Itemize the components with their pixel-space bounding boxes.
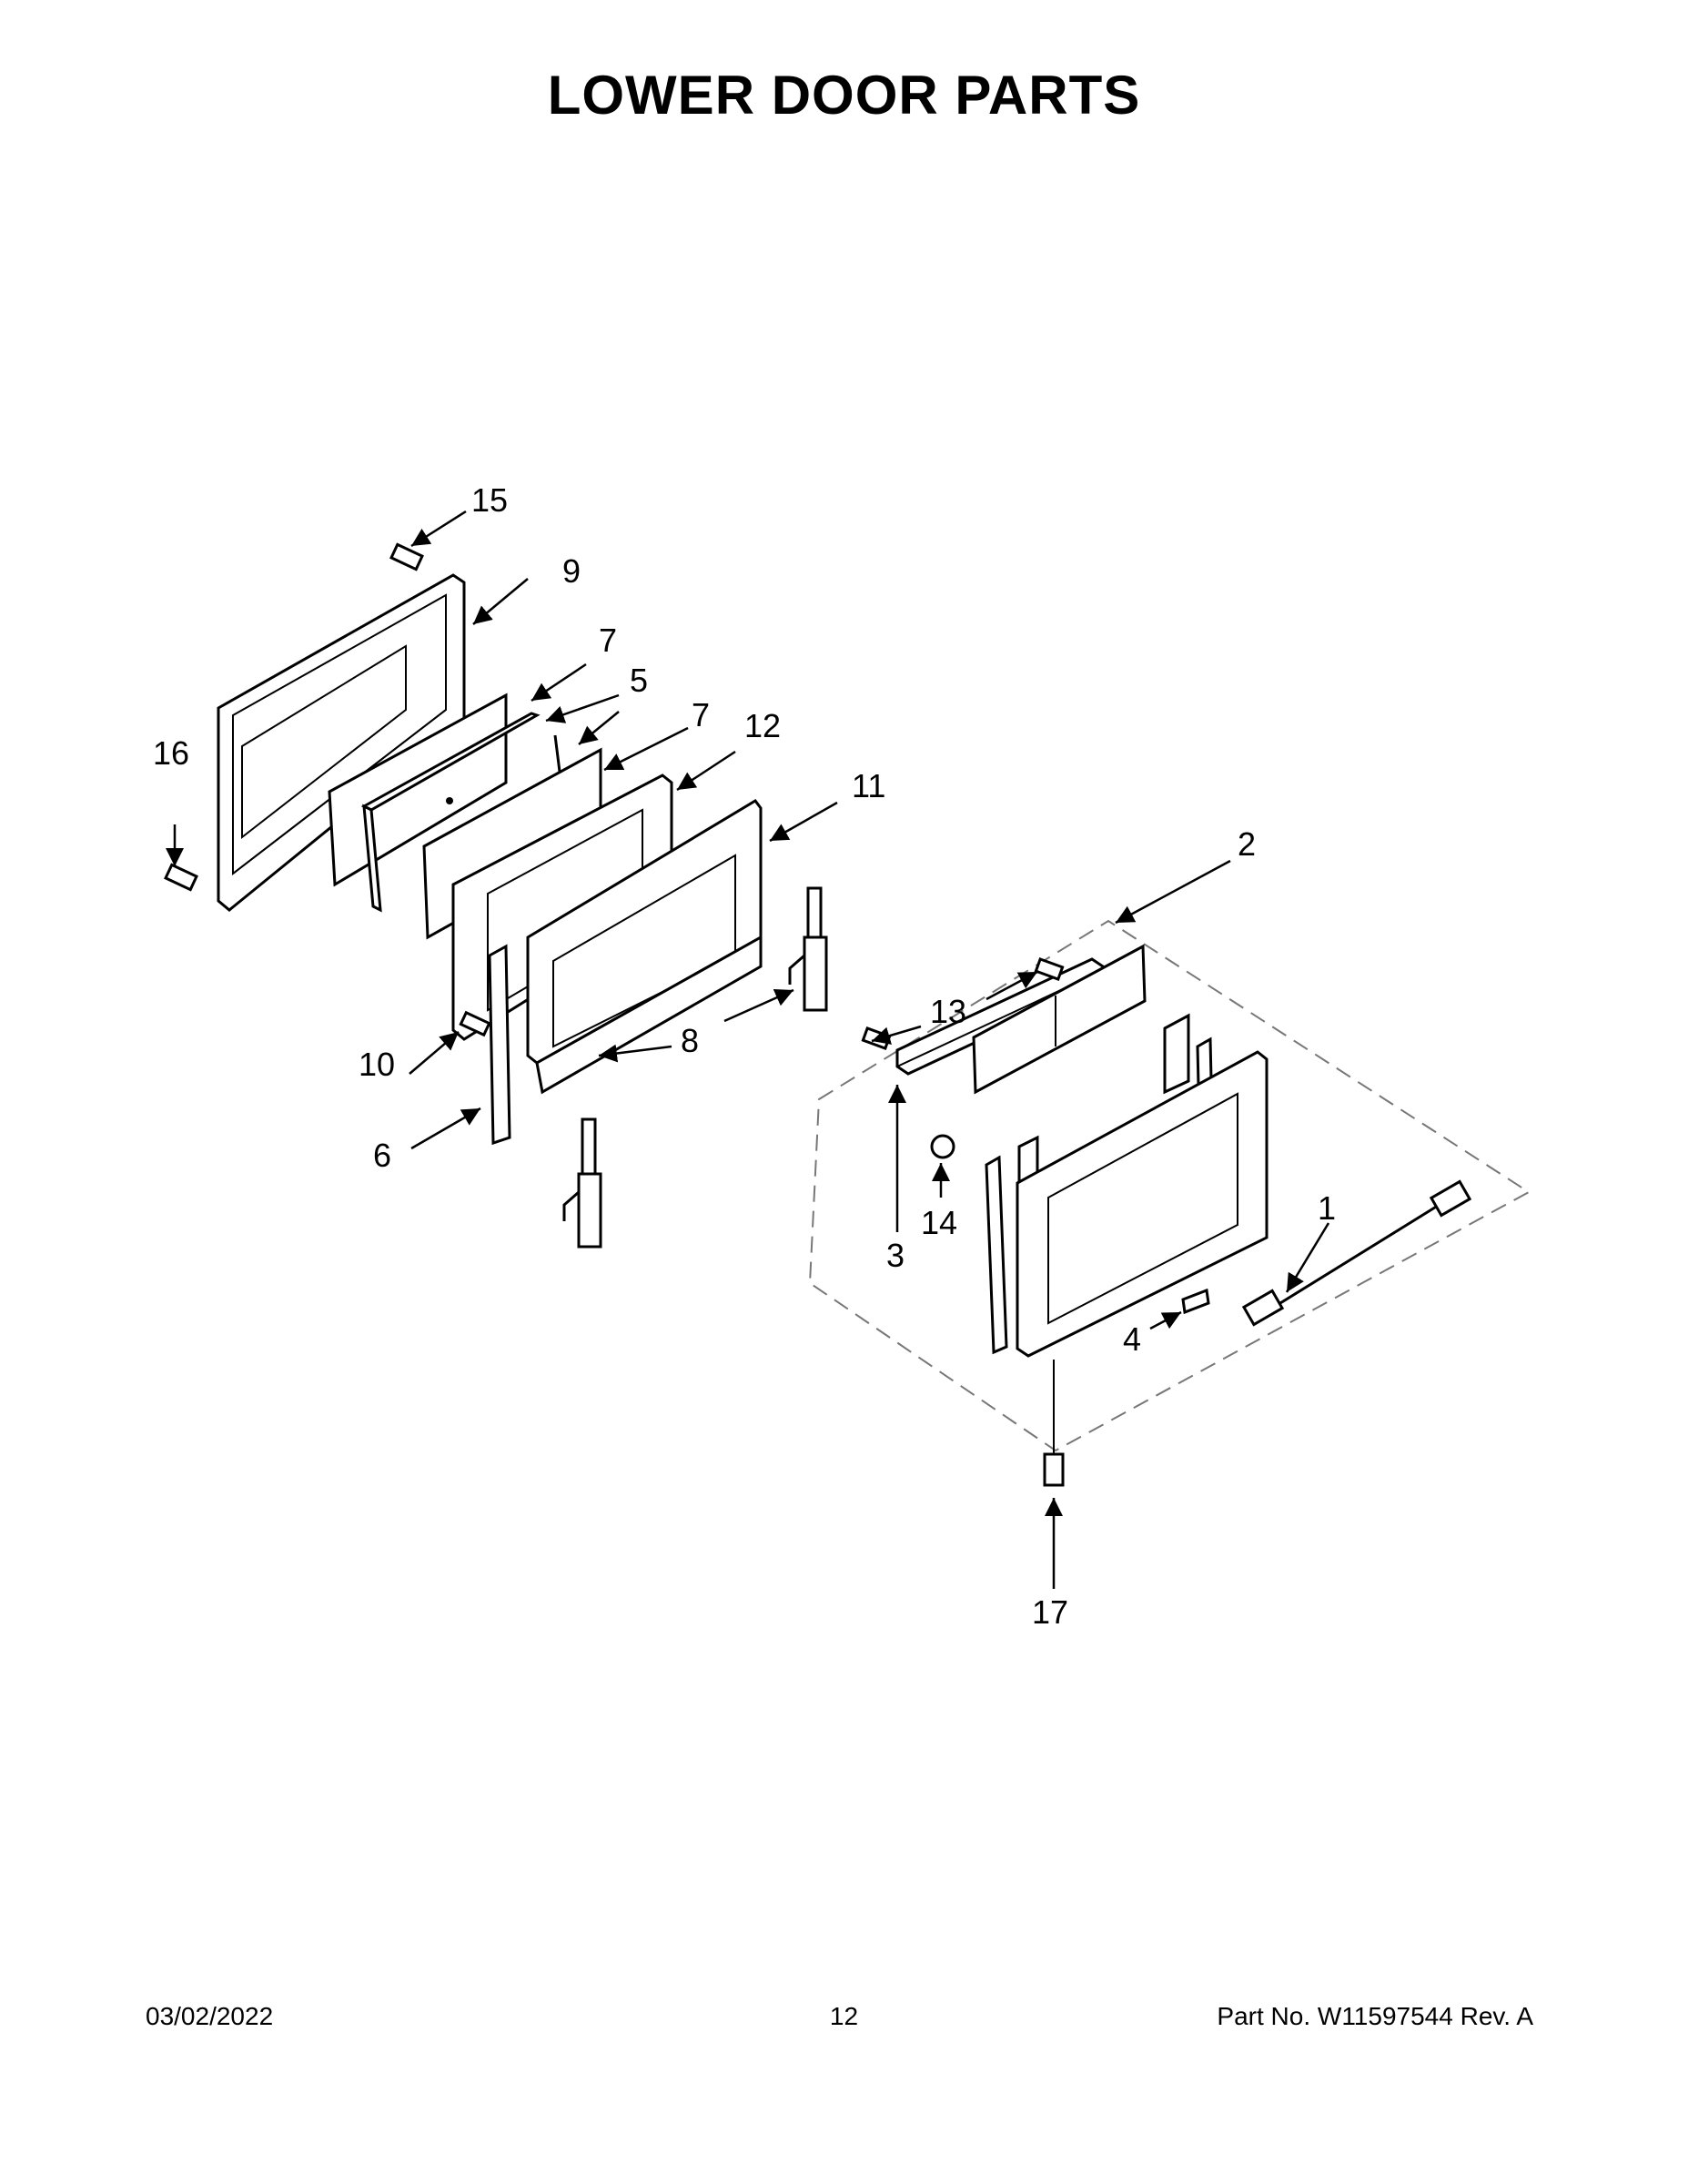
callout-12: 12 <box>744 707 781 744</box>
screw-13-a <box>861 1026 892 1050</box>
callout-17: 17 <box>1032 1593 1068 1631</box>
callout-7-upper: 7 <box>599 622 617 659</box>
screw-17 <box>1043 1360 1065 1487</box>
footer-date: 03/02/2022 <box>146 2002 274 2030</box>
screw-15 <box>389 542 424 571</box>
callout-8: 8 <box>681 1022 699 1059</box>
callout-5: 5 <box>630 662 648 699</box>
callout-9: 9 <box>562 552 581 590</box>
hinge-right <box>788 886 828 1012</box>
footer-page-number: 12 <box>829 2002 859 2030</box>
door-handle <box>1241 1179 1472 1327</box>
outer-door-glass <box>1016 1050 1269 1358</box>
callout-6: 6 <box>373 1137 391 1174</box>
screw-10 <box>459 1010 491 1037</box>
callout-4: 4 <box>1123 1320 1141 1358</box>
hinge-bracket <box>488 944 511 1146</box>
screw-13-b <box>1034 957 1065 981</box>
door-assembly-outline <box>808 919 1531 1452</box>
callout-13: 13 <box>930 993 966 1030</box>
screw-16 <box>164 863 198 892</box>
hinge-left <box>562 1117 602 1249</box>
callout-10: 10 <box>359 1046 395 1083</box>
callout-3: 3 <box>886 1237 905 1274</box>
callout-1: 1 <box>1318 1189 1336 1227</box>
page-title: LOWER DOOR PARTS <box>547 65 1141 126</box>
door-magnet <box>930 1134 955 1159</box>
callout-14: 14 <box>921 1204 957 1241</box>
glass-brackets <box>360 712 566 913</box>
footer-part-number: Part No. W11597544 Rev. A <box>1217 2002 1533 2030</box>
callout-15: 15 <box>471 481 508 519</box>
door-liner <box>526 799 763 1095</box>
callout-2: 2 <box>1238 825 1256 863</box>
callout-7-lower: 7 <box>692 696 710 733</box>
callout-11: 11 <box>852 767 885 804</box>
callout-16: 16 <box>153 734 189 772</box>
door-badge <box>1181 1288 1210 1315</box>
